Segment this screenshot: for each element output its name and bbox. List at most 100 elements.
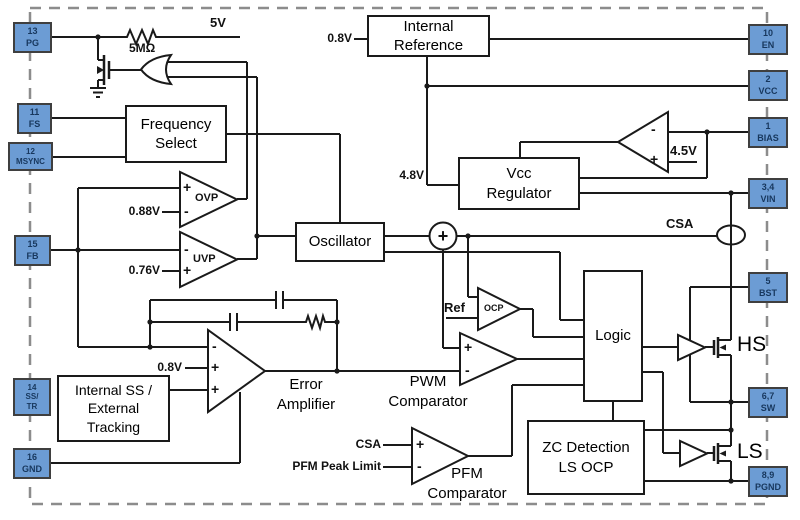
error-amplifier-triangle <box>207 328 267 414</box>
caption-line: Comparator <box>388 392 468 410</box>
pin-label: VCC <box>758 85 778 96</box>
pin-label: PGND <box>754 481 781 492</box>
pin-number: 10 <box>762 28 773 39</box>
pin-bias: 1 BIAS <box>748 117 788 148</box>
wires <box>50 27 750 482</box>
pfm-plus-sign: + <box>416 436 425 452</box>
block-label: Internal SS / <box>74 382 153 399</box>
pfm-comparator-triangle <box>411 426 471 486</box>
block-label: Tracking <box>86 418 141 435</box>
pin-label: VIN <box>760 193 776 204</box>
pin-pgnd: 8,9 PGND <box>748 466 788 497</box>
summing-junction <box>428 221 458 251</box>
block-label: Regulator <box>486 184 552 202</box>
ls-mosfet-arrow <box>719 450 726 457</box>
pin-label: TR <box>26 401 38 411</box>
mosfet-arrow <box>97 66 104 74</box>
block-logic: Logic <box>583 270 643 402</box>
block-label: Logic <box>595 327 631 345</box>
junction-dots <box>75 34 734 484</box>
ocp-comparator-triangle <box>477 286 523 332</box>
block-label: Vcc <box>506 165 532 182</box>
resistor-feedback <box>303 312 337 332</box>
block-label: LS OCP <box>558 458 614 476</box>
block-ss-tracking: Internal SS / External Tracking <box>57 375 170 442</box>
pwm-minus-sign: - <box>465 362 470 378</box>
pin-pg: 13 PG <box>13 22 52 53</box>
pin-number: 6,7 <box>761 391 775 402</box>
pin-number: 12 <box>26 146 35 156</box>
pwm-comparator-triangle <box>459 331 520 387</box>
uvp-minus-sign: - <box>184 241 189 257</box>
block-oscillator: Oscillator <box>295 222 385 262</box>
ovp-minus-sign: - <box>184 203 189 219</box>
label-5mohm: 5MΩ <box>129 41 156 55</box>
pfm-comparator-label: PFM Comparator <box>416 464 518 503</box>
pfm-minus-sign: - <box>417 458 422 474</box>
label-pfm-peak-limit: PFM Peak Limit <box>292 459 381 473</box>
pin-en: 10 EN <box>748 24 788 55</box>
pin-sw: 6,7 SW <box>748 387 788 418</box>
pin-number: 5 <box>765 276 771 287</box>
chip-boundary-dashed <box>28 6 769 506</box>
pin-number: 15 <box>27 239 38 250</box>
shapes <box>139 53 746 486</box>
pin-fs: 11 FS <box>17 103 52 134</box>
capacitor-top <box>275 291 284 309</box>
pin-vcc: 2 VCC <box>748 70 788 101</box>
pin-number: 16 <box>26 452 37 463</box>
ovp-comparator-triangle <box>179 170 240 229</box>
vcc-comparator-triangle <box>616 110 669 174</box>
label-csa: CSA <box>666 216 694 231</box>
pin-label: SS/ <box>25 392 39 402</box>
uvp-comparator-triangle <box>179 230 240 289</box>
hs-gate-driver <box>677 333 708 362</box>
caption-line: Amplifier <box>276 395 336 413</box>
or-gate <box>139 53 174 86</box>
caption-line: PWM <box>409 373 447 390</box>
pin-number: 1 <box>765 121 771 132</box>
label-4v5: 4.5V <box>670 143 697 158</box>
pin-vin: 3,4 VIN <box>748 178 788 209</box>
pin-fb: 15 FB <box>14 235 51 266</box>
caption-line: Error <box>289 376 323 393</box>
ls-fet-label: LS <box>737 440 763 463</box>
vcc-comp-plus-sign: + <box>650 151 659 167</box>
caption-line: PFM <box>451 465 483 482</box>
pin-ss-tr: 14 SS/ TR <box>13 378 51 416</box>
ovp-plus-sign: + <box>183 179 192 195</box>
label-0v76: 0.76V <box>128 263 160 277</box>
block-label: ZC Detection <box>542 439 630 456</box>
block-vcc-regulator: Vcc Regulator <box>458 157 580 210</box>
ground-symbol <box>90 87 106 98</box>
ovp-label: OVP <box>195 192 219 204</box>
label-4v8: 4.8V <box>399 168 424 182</box>
block-zc-detection: ZC Detection LS OCP <box>527 420 645 495</box>
pwm-comparator-label: PWM Comparator <box>378 372 478 411</box>
error-amp-minus-sign: - <box>212 338 217 354</box>
pin-bst: 5 BST <box>748 272 788 303</box>
hs-fet-label: HS <box>737 333 767 356</box>
pin-number: 3,4 <box>761 182 775 193</box>
pwm-plus-sign: + <box>464 339 473 355</box>
pin-number: 11 <box>29 107 40 118</box>
label-ref: Ref <box>444 300 465 315</box>
pin-label: PG <box>25 37 39 48</box>
pin-number: 8,9 <box>761 470 775 481</box>
pin-number: 14 <box>27 382 37 392</box>
label-0v88: 0.88V <box>128 204 160 218</box>
pin-label: MSYNC <box>16 156 45 166</box>
label-5v: 5V <box>210 15 226 30</box>
error-amp-plus2-sign: + <box>211 381 220 397</box>
pin-label: BST <box>759 287 777 298</box>
pin-label: FB <box>26 250 39 261</box>
pin-label: EN <box>761 39 775 50</box>
block-label: External <box>87 400 140 417</box>
block-label: Reference <box>393 37 464 54</box>
pin-number: 2 <box>765 74 771 85</box>
pin-label: FS <box>28 118 41 129</box>
pin-label: GND <box>22 463 42 474</box>
pin-label: SW <box>760 402 776 413</box>
hs-mosfet-arrow <box>719 344 726 351</box>
